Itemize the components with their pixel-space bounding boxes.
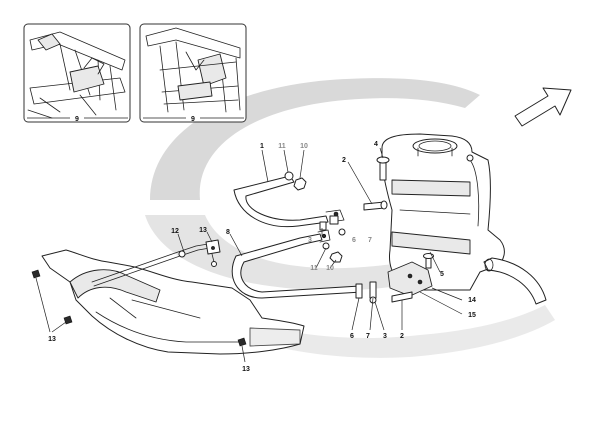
callout-12: 12 <box>171 228 179 235</box>
callout-11-lower: 11 <box>310 265 318 272</box>
callout-4: 4 <box>374 141 378 148</box>
callout-2-upper: 2 <box>342 157 346 164</box>
callout-3-lower: 3 <box>383 333 387 340</box>
callout-7-lower: 7 <box>366 333 370 340</box>
callout-6-upper: 6 <box>352 237 356 244</box>
callout-11-upper: 11 <box>278 143 286 150</box>
nut-10-upper <box>293 177 307 191</box>
filler-pipe <box>483 257 547 305</box>
callout-13-bottom: 13 <box>242 366 250 373</box>
callouts: 1 11 10 4 2 8 12 13 3 6 7 11 10 5 14 15 … <box>48 141 476 373</box>
callout-13-upper: 13 <box>199 227 207 234</box>
heat-shield <box>41 249 305 355</box>
screw-13-left-a <box>31 269 41 279</box>
callout-15: 15 <box>468 312 476 319</box>
cable-12 <box>91 243 211 287</box>
screw-13-bottom <box>237 337 247 347</box>
bracket-hardware-upper <box>319 215 346 263</box>
callout-1: 1 <box>260 143 264 150</box>
pin-2-upper <box>363 200 388 211</box>
callout-13-left: 13 <box>48 336 56 343</box>
inset-frame-drawing <box>145 27 241 113</box>
clip-13-upper <box>205 239 221 267</box>
pin-2-lower <box>391 291 413 303</box>
front-direction-arrow-icon <box>514 87 572 127</box>
callout-5: 5 <box>440 271 444 278</box>
strap-8 <box>231 229 363 299</box>
tank-bracket-14 <box>387 261 433 297</box>
callout-10-upper: 10 <box>300 143 308 150</box>
inset-left: 9 <box>23 23 131 123</box>
inset-label: 9 <box>191 116 195 123</box>
bolt-4 <box>376 156 390 181</box>
nut-11-upper <box>284 171 294 181</box>
callout-10-lower: 10 <box>326 265 334 272</box>
inset-right: 9 <box>139 23 247 123</box>
strap-1 <box>233 175 345 228</box>
callout-14: 14 <box>468 297 476 304</box>
callout-6-lower: 6 <box>350 333 354 340</box>
callout-2-lower: 2 <box>400 333 404 340</box>
inset-frame <box>139 23 247 123</box>
fuel-tank <box>381 133 505 291</box>
callout-7-upper: 7 <box>368 237 372 244</box>
callout-3-upper: 3 <box>308 237 312 244</box>
inset-label: 9 <box>75 116 79 123</box>
leader-lines <box>35 147 463 363</box>
inset-frame-drawing <box>27 31 126 119</box>
callout-8: 8 <box>226 229 230 236</box>
